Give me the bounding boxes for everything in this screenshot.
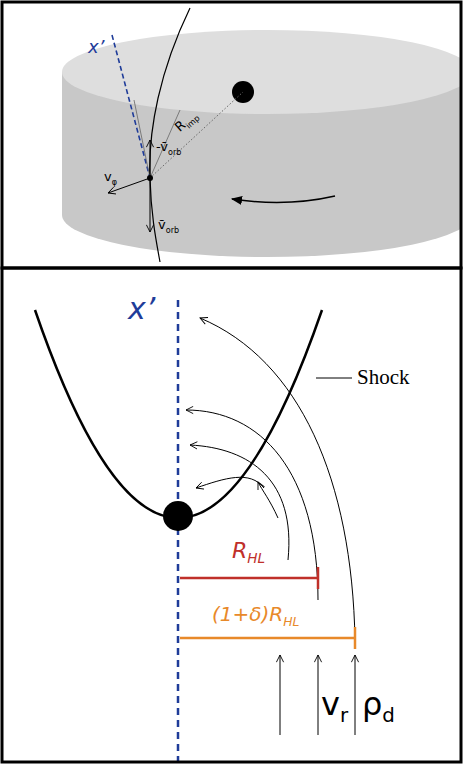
- panel-frame: [2, 2, 461, 268]
- velocity-arrow: [150, 140, 151, 178]
- streamlines: [186, 318, 355, 735]
- radius-bracket: [180, 567, 318, 589]
- symbol-text: (1+δ)R: [212, 602, 283, 626]
- symbol-text: x’: [88, 36, 104, 57]
- axis-label: x’: [128, 294, 155, 324]
- symbol-text: -v̄: [156, 139, 168, 154]
- subscript-text: HL: [283, 614, 299, 629]
- velocity-label: vr: [321, 688, 348, 726]
- velocity-arrow: [108, 178, 150, 193]
- velocity-label: v̄orb: [158, 218, 179, 235]
- radius-label: RHL: [232, 540, 265, 566]
- subscript-text: orb: [168, 148, 181, 157]
- radius-line: [150, 92, 243, 178]
- subscript-text: d: [382, 704, 395, 727]
- symbol-text: x’: [128, 291, 155, 326]
- symbol-text: v̄: [158, 217, 166, 232]
- subscript-text: orb: [166, 226, 179, 235]
- radius-bracket: [180, 627, 355, 649]
- velocity-label: vφ: [104, 170, 117, 187]
- symbol-text: v: [104, 169, 112, 184]
- subscript-text: φ: [112, 178, 117, 187]
- shock-label: Shock: [357, 367, 410, 388]
- symbol-text: Shock: [357, 365, 410, 389]
- subscript-text: HL: [247, 550, 265, 566]
- x-axis: [112, 35, 150, 178]
- shock-curve: [35, 310, 322, 518]
- orbit: [150, 8, 190, 262]
- axis-label: x’: [88, 38, 104, 56]
- symbol-text: R: [232, 538, 247, 563]
- subscript-text: r: [340, 704, 348, 727]
- x-axis: [177, 300, 180, 764]
- symbol-text: v: [321, 685, 340, 723]
- guide-line: [134, 100, 150, 178]
- leader-line: [316, 378, 352, 379]
- velocity-arrow: [150, 178, 151, 232]
- panel-frame: [2, 268, 461, 762]
- planet: [163, 501, 193, 531]
- velocity-label: -v̄orb: [156, 140, 181, 157]
- disk: [62, 30, 460, 257]
- point: [147, 175, 153, 181]
- symbol-text: ρ: [362, 685, 382, 723]
- radius-label: (1+δ)RHL: [212, 604, 299, 628]
- density-label: ρd: [362, 688, 395, 726]
